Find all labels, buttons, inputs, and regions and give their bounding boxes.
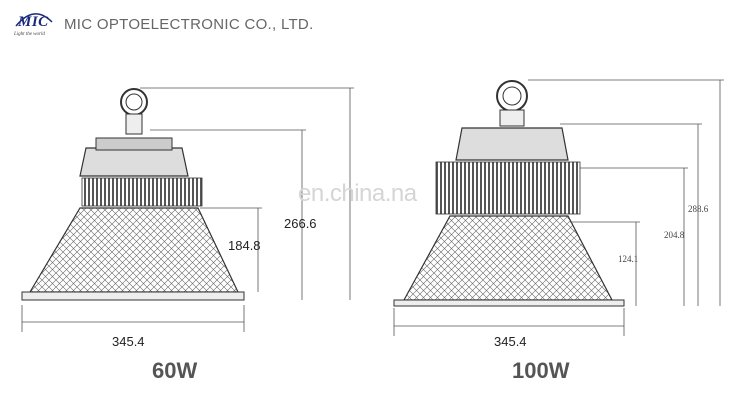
- lamp-60w-width-label: 345.4: [112, 334, 145, 349]
- logo-tagline: Light the world: [14, 32, 45, 37]
- lamp-60w-wattage: 60W: [152, 358, 198, 383]
- watermark: en.china.na: [298, 180, 417, 207]
- lamp-100w-body-height-label: 204.8: [664, 230, 685, 240]
- mic-logo: MIC Light the world: [10, 8, 58, 40]
- lamp-100w-total-height-label: 288.6: [688, 204, 709, 214]
- lamp-100w-wattage: 100W: [512, 358, 570, 383]
- lamp-100w-drawing: [393, 80, 625, 307]
- lamp-60w-dimension-lines: [21, 87, 354, 332]
- lamp-60w-total-height-label: 266.6: [284, 216, 317, 231]
- logo-text: MIC: [18, 14, 49, 30]
- company-name: MIC OPTOELECTRONIC CO., LTD.: [64, 15, 314, 33]
- lamp-100w-width-label: 345.4: [494, 334, 527, 349]
- lamp-60w-body-height-label: 184.8: [228, 238, 261, 253]
- lamp-60w-drawing: [21, 88, 245, 301]
- header: MIC Light the world MIC OPTOELECTRONIC C…: [10, 8, 314, 40]
- lamp-100w-dimension-lines: [393, 79, 724, 336]
- lamp-100w-reflector-height-label: 124.1: [618, 254, 639, 264]
